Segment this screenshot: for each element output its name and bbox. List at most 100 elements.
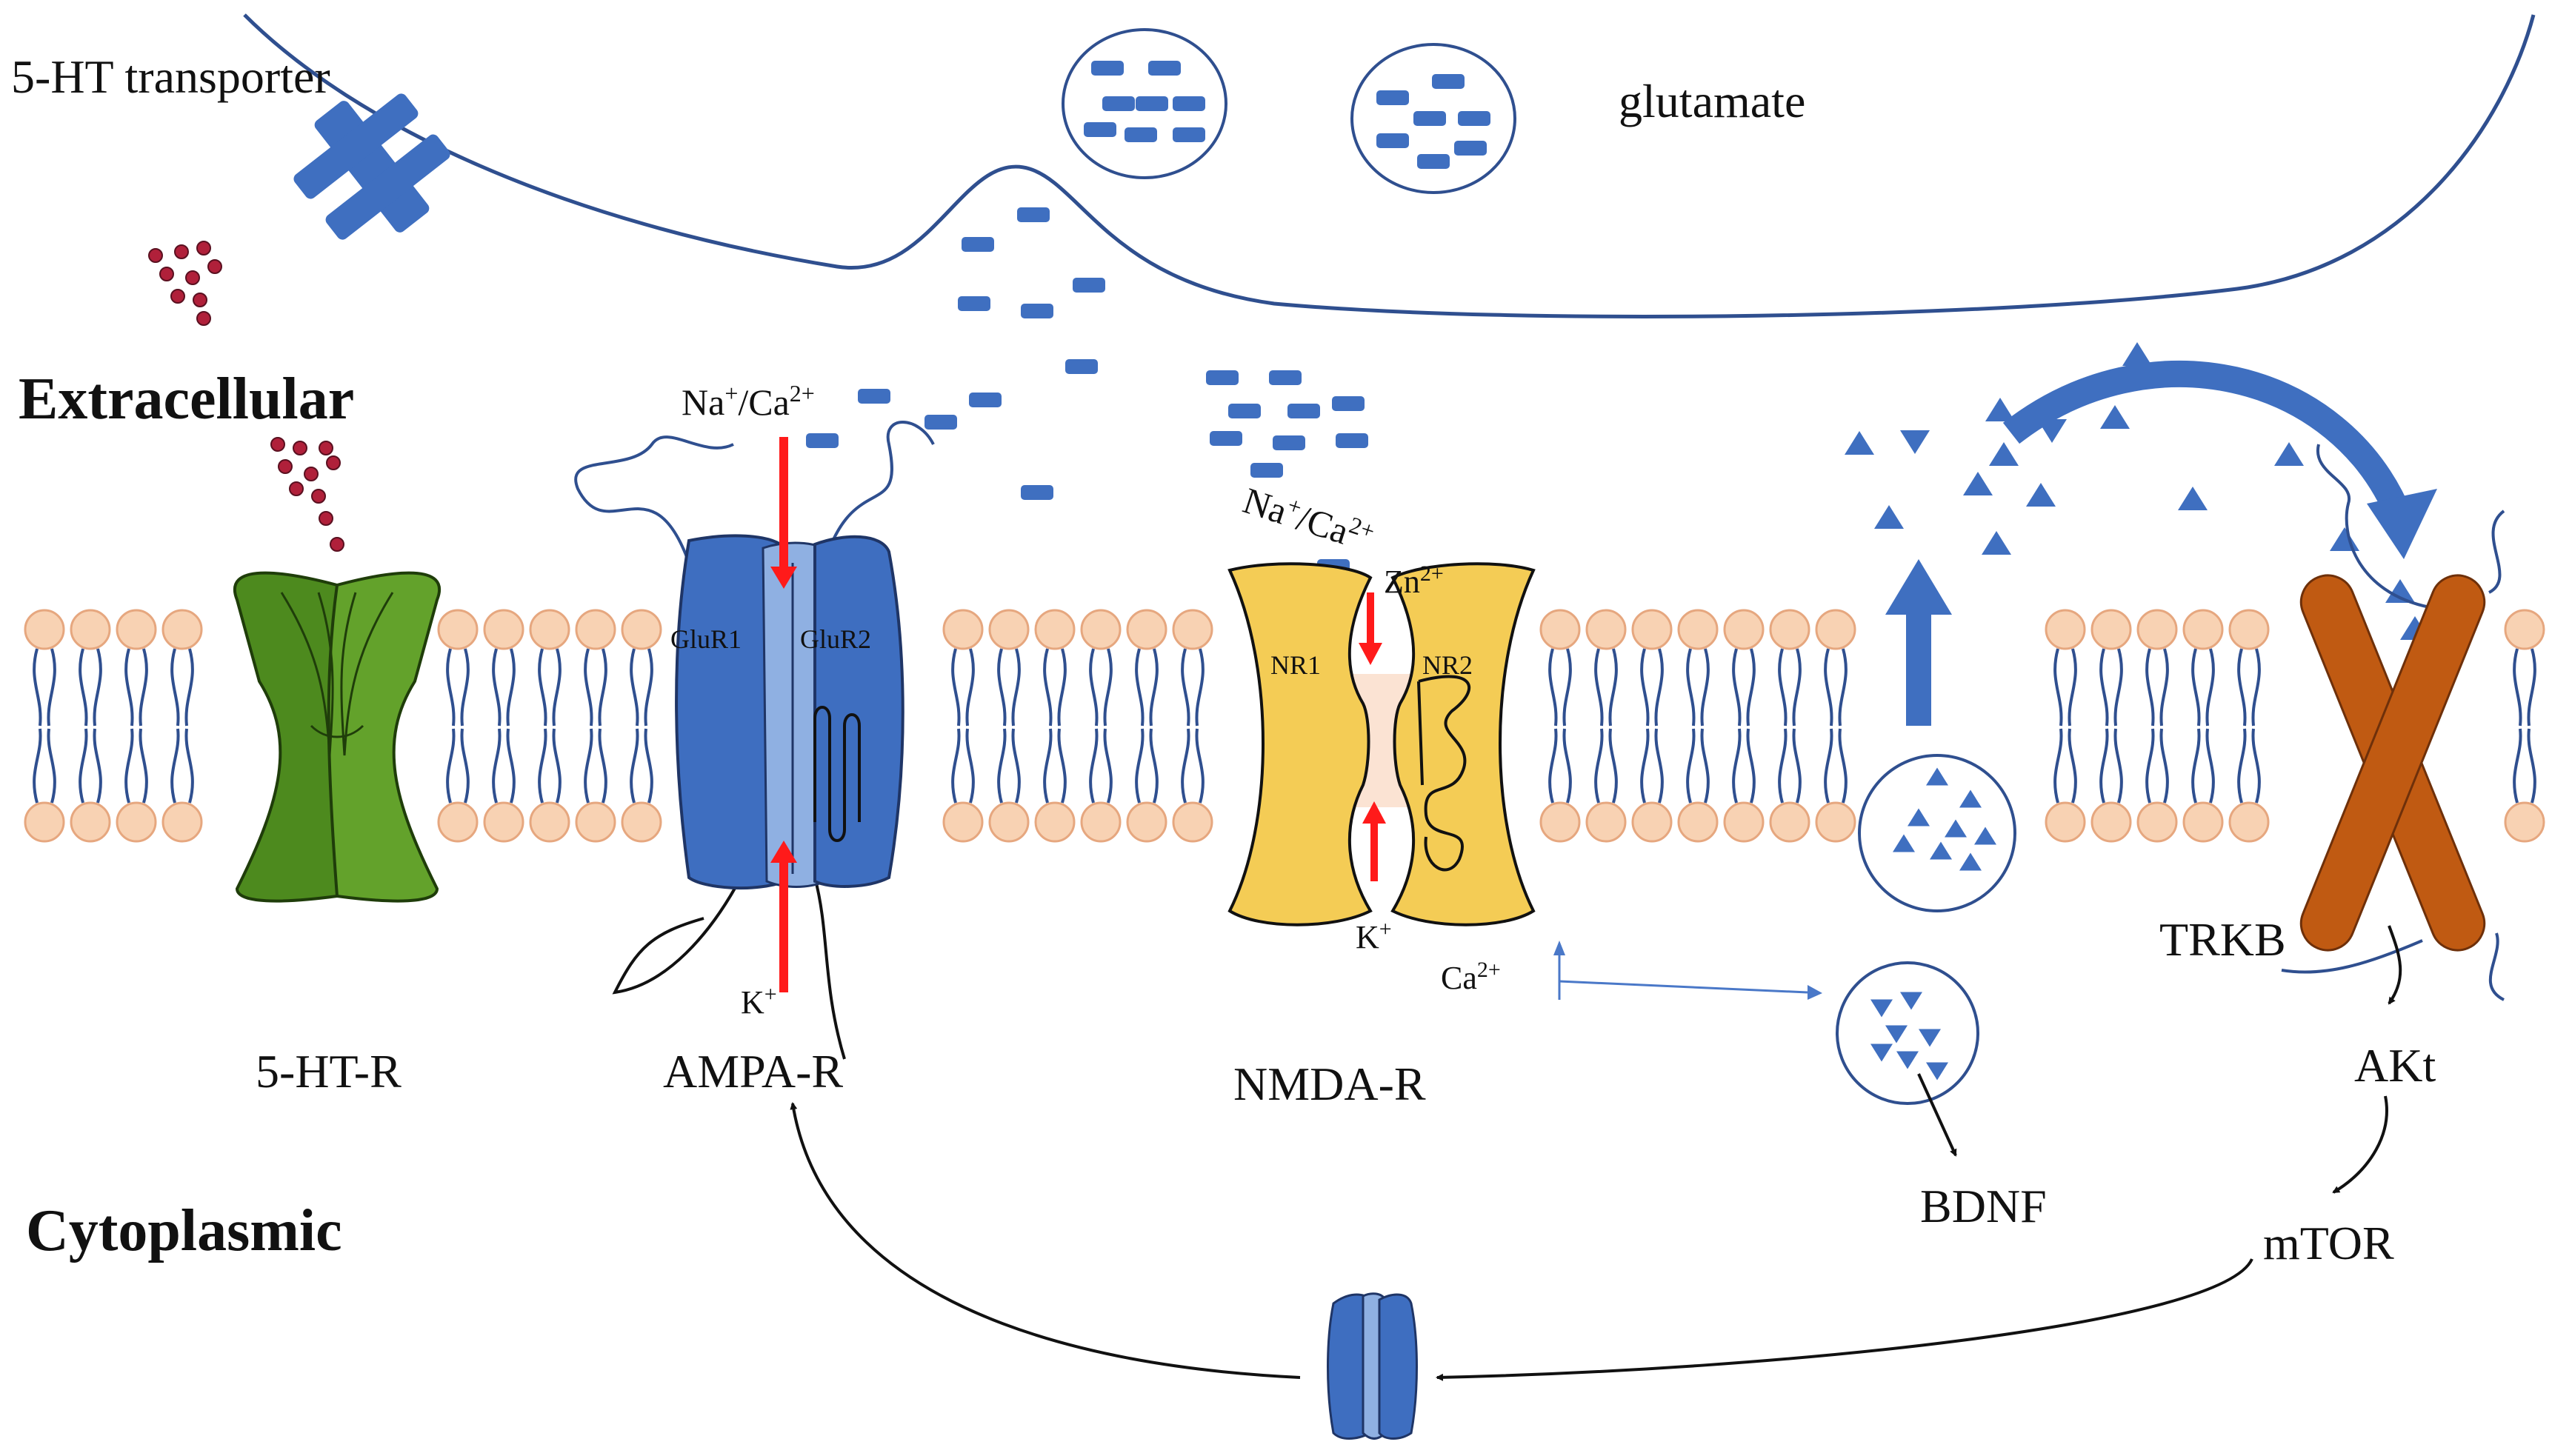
lipid-tail (492, 728, 516, 804)
bdnf-molecule (2100, 405, 2130, 429)
bdnf-molecule (1926, 767, 1948, 786)
glutamate-molecule (1102, 96, 1135, 111)
lipid-head (2090, 609, 2132, 650)
lipid-head (116, 609, 157, 650)
bdnf-molecule (1959, 852, 1982, 871)
glutamate-molecule (1173, 96, 1205, 111)
bdnf-molecule (1974, 826, 1996, 845)
glutamate-molecule (1021, 485, 1053, 500)
lipid-head (1080, 609, 1122, 650)
serotonin-molecule (330, 537, 344, 552)
glutamate-molecule (969, 393, 1002, 407)
lipid-head (1585, 609, 1627, 650)
lipid-tail (951, 728, 975, 804)
bdnf-label: BDNF (1920, 1180, 2047, 1232)
glutamate-molecule (1432, 74, 1465, 89)
lipid-tail (1043, 648, 1067, 727)
serotonin-molecule (311, 489, 326, 504)
lipid-head (2136, 801, 2178, 843)
bdnf-molecule (2037, 419, 2067, 443)
serotonin-molecule (289, 481, 304, 496)
lipid-head (1631, 609, 1673, 650)
glutamate-molecule (1136, 96, 1168, 111)
bdnf-molecule (1985, 398, 2015, 421)
glutamate-label: glutamate (1619, 75, 1805, 127)
lipid-tail (170, 728, 194, 804)
glutamate-molecule (1454, 141, 1487, 156)
5ht-receptor (233, 571, 441, 903)
serotonin-molecule (304, 467, 319, 481)
lipid-head (161, 609, 203, 650)
lipid-head (2090, 801, 2132, 843)
nmda-ion-label: Na+/Ca2+ (1239, 478, 1379, 560)
lipid-head (2228, 609, 2270, 650)
lipid-tail (538, 728, 562, 804)
lipid-tail (492, 648, 516, 727)
lipid-head (1172, 609, 1213, 650)
lipid-tail (124, 728, 148, 804)
lipid-head (942, 609, 984, 650)
zinc-label: Zn2+ (1384, 561, 1444, 600)
serotonin-molecule (278, 459, 293, 474)
lipid-tail (33, 728, 56, 804)
lipid-tail (446, 728, 470, 804)
glutamate-molecule (1021, 304, 1053, 318)
calcium-label: Ca2+ (1441, 958, 1501, 996)
lipid-tail (2513, 728, 2536, 804)
nmda-receptor (1227, 562, 1536, 926)
bdnf-molecule (1874, 505, 1904, 529)
lipid-tail (1181, 648, 1205, 727)
serotonin-molecule (196, 311, 211, 326)
bdnf-molecule (1982, 531, 2011, 555)
bdnf-molecules (1845, 342, 2430, 1081)
glutamate-molecule (1206, 370, 1239, 385)
ampa-receptor (574, 421, 935, 1060)
bdnf-molecule (1870, 1043, 1893, 1062)
lipid-head (2045, 801, 2086, 843)
glutamate-molecule (1287, 404, 1320, 418)
lipid-tail (1594, 728, 1618, 804)
ampa-potassium-label: K+ (741, 982, 777, 1021)
lipid-tail (538, 648, 562, 727)
lipid-head (1539, 801, 1581, 843)
lipid-tail (2237, 648, 2261, 727)
bdnf-molecule (1945, 819, 1967, 838)
serotonin-molecule (326, 455, 341, 470)
glutamate-molecule (1228, 404, 1261, 418)
lipid-tail (1089, 728, 1113, 804)
glutamate-molecule (1250, 463, 1283, 478)
nr2-label: NR2 (1422, 650, 1473, 680)
lipid-tail (1181, 728, 1205, 804)
glutamate-molecule (962, 237, 994, 252)
ampa-r-label: AMPA-R (663, 1045, 843, 1098)
lipid-tail (2513, 648, 2536, 727)
lipid-tail (124, 648, 148, 727)
bdnf-molecule (1908, 808, 1930, 826)
serotonin-molecule (293, 441, 307, 455)
lipid-tail (1778, 648, 1802, 727)
trkb-receptor (2281, 444, 2505, 1001)
bdnf-molecule (1893, 834, 1915, 852)
lipid-tail (1548, 728, 1572, 804)
extracellular-label: Extracellular (19, 367, 354, 432)
lipid-head (2182, 609, 2224, 650)
lipid-tail (1135, 728, 1159, 804)
bdnf-molecule (1959, 789, 1982, 808)
bdnf-molecule (2330, 527, 2359, 551)
lipid-tail (2145, 648, 2169, 727)
bdnf-release (1553, 360, 2437, 1157)
lipid-tail (1686, 648, 1710, 727)
glutamate-molecule (924, 415, 957, 430)
glutamate-molecule (1148, 61, 1181, 76)
lipid-head (2182, 801, 2224, 843)
lipid-tail (1640, 648, 1664, 727)
mtor-label: mTOR (2263, 1217, 2394, 1269)
bdnf-molecule (1989, 442, 2019, 466)
glutamate-molecule (1173, 127, 1205, 142)
lipid-head (1585, 801, 1627, 843)
lipid-tail (170, 648, 194, 727)
lipid-head (1172, 801, 1213, 843)
glutamate-molecule (1413, 111, 1446, 126)
lipid-head (1631, 801, 1673, 843)
